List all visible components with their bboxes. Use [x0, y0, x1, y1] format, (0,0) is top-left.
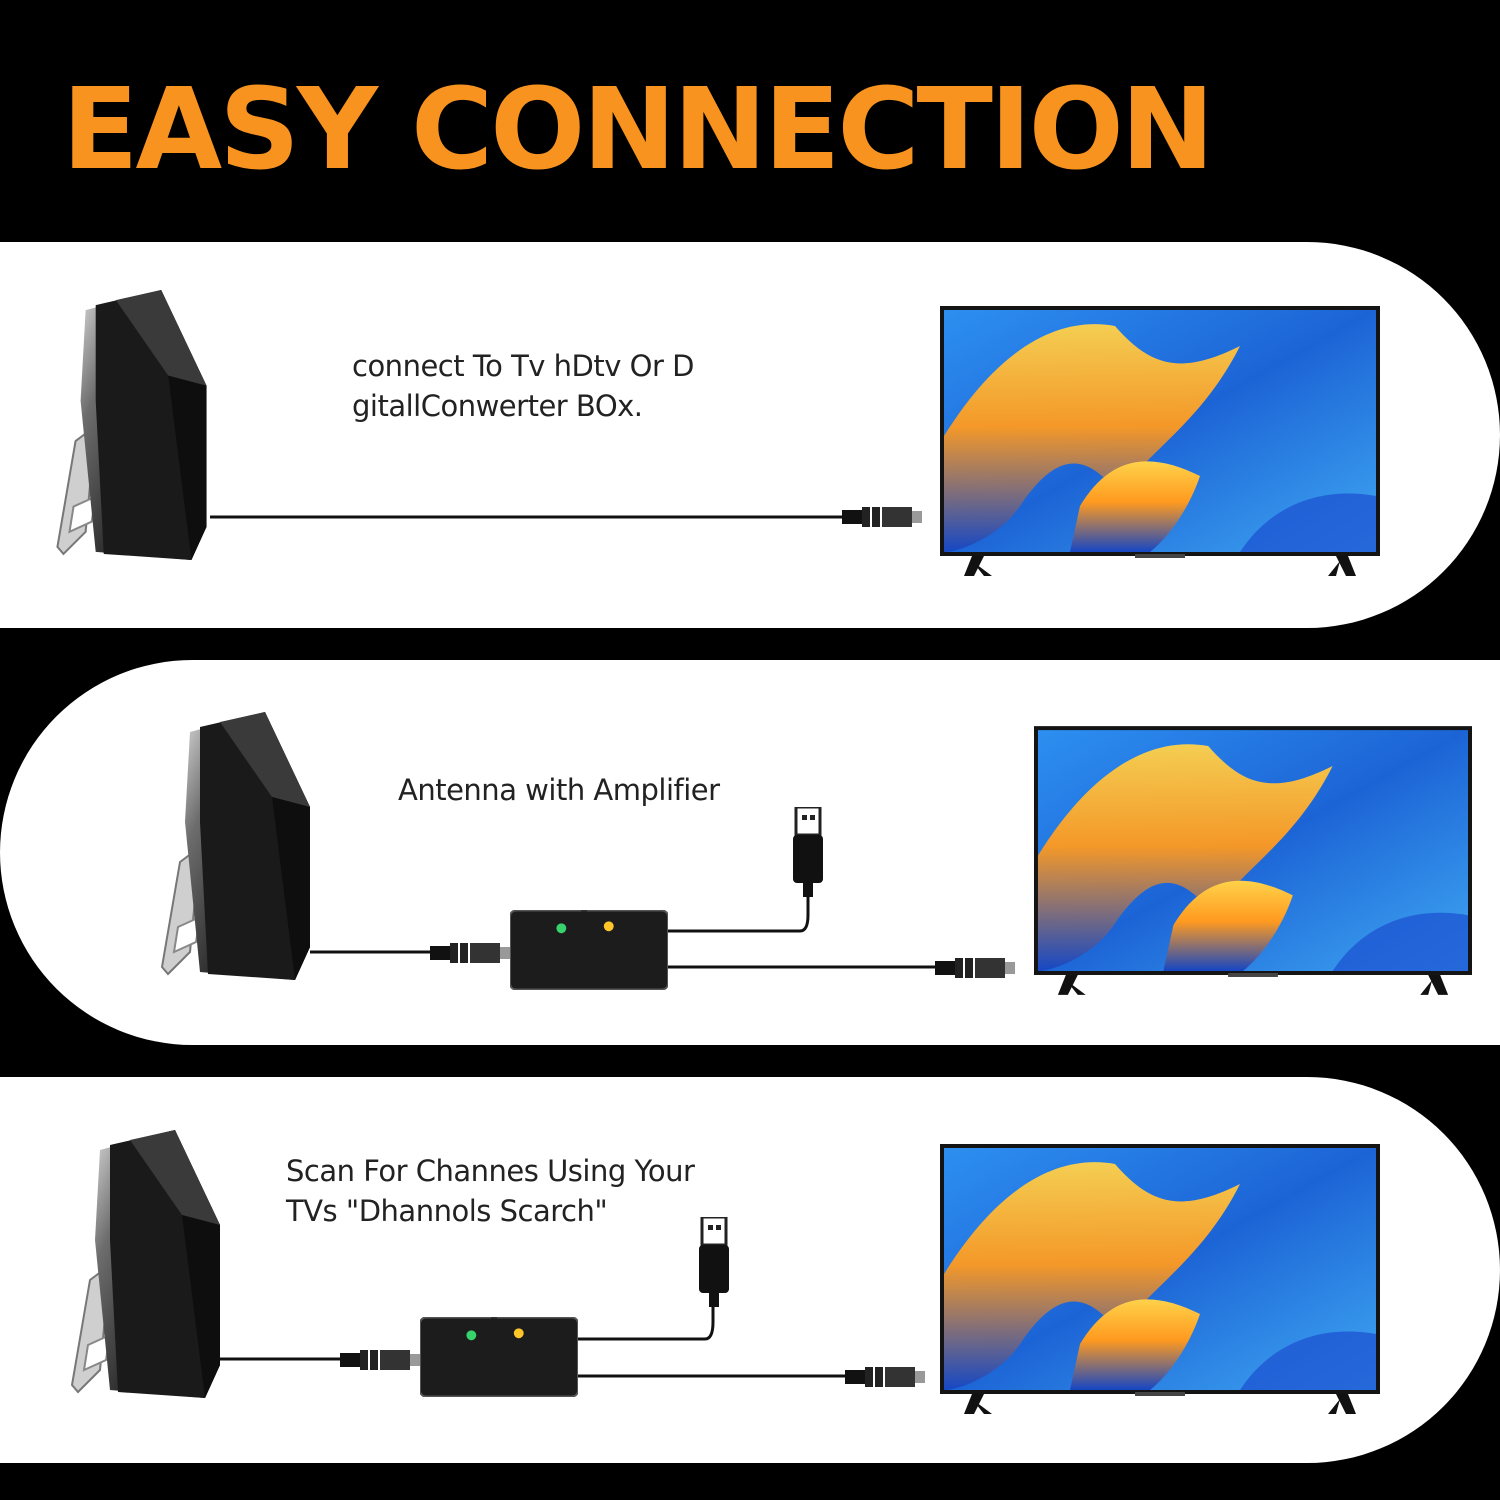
coax-connector-icon	[430, 943, 510, 963]
coax-connector-icon	[935, 958, 1015, 978]
amplifier-icon	[510, 910, 668, 990]
step-1-caption-line-2: gitallConwerter BOx.	[352, 389, 643, 423]
antenna-icon	[161, 712, 311, 981]
coax-connector-icon	[340, 1350, 420, 1370]
step-3-caption-line-1: Scan For Channes Using Your	[286, 1154, 695, 1188]
step-panel-amplifier: Antenna with Amplifier	[0, 660, 1500, 1045]
step-2-diagram	[161, 712, 1472, 995]
amplifier-icon	[420, 1317, 578, 1397]
tv-icon	[1034, 726, 1472, 995]
step-1-caption-line-1: connect To Tv hDtv Or D	[352, 349, 694, 383]
antenna-icon	[56, 290, 208, 561]
step-1-diagram	[56, 290, 1380, 576]
tv-icon	[940, 306, 1380, 576]
step-3-diagram	[71, 1130, 1380, 1414]
step-1-caption: connect To Tv hDtv Or D gitallConwerter …	[352, 346, 694, 426]
step-panel-direct: connect To Tv hDtv Or D gitallConwerter …	[0, 242, 1500, 628]
step-2-caption-line-1: Antenna with Amplifier	[398, 773, 720, 807]
usb-plug-icon	[697, 1217, 731, 1307]
page-title: EASY CONNECTION	[62, 65, 1215, 195]
step-3-caption-line-2: TVs "Dhannols Scarch"	[286, 1194, 608, 1228]
tv-icon	[940, 1144, 1380, 1414]
step-2-caption: Antenna with Amplifier	[398, 770, 720, 810]
coax-connector-icon	[845, 1367, 925, 1387]
step-panel-scan: Scan For Channes Using Your TVs "Dhannol…	[0, 1077, 1500, 1463]
antenna-icon	[71, 1130, 221, 1399]
usb-plug-icon	[791, 807, 825, 897]
step-3-caption: Scan For Channes Using Your TVs "Dhannol…	[286, 1151, 695, 1231]
coax-connector-icon	[842, 507, 922, 527]
